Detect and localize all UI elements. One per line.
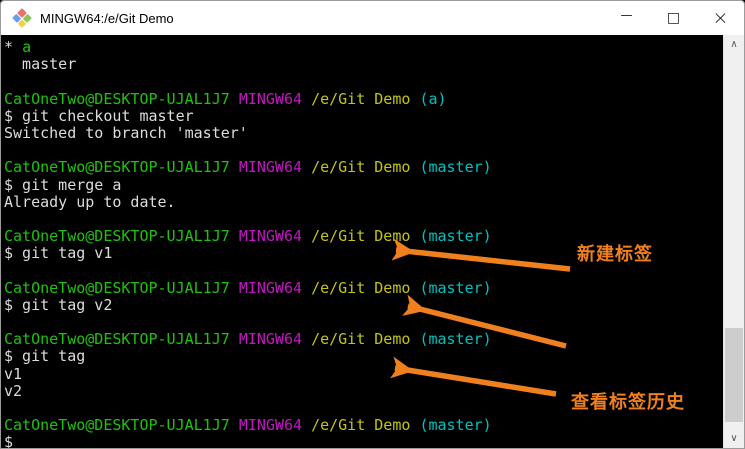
minimize-button[interactable]: — [603, 1, 650, 35]
terminal-line [4, 142, 723, 159]
terminal-line [4, 314, 723, 331]
maximize-icon: □ [666, 10, 681, 26]
terminal-line: CatOneTwo@DESKTOP-UJAL1J7 MINGW64 /e/Git… [4, 158, 492, 177]
terminal-line: CatOneTwo@DESKTOP-UJAL1J7 MINGW64 /e/Git… [4, 89, 447, 108]
terminal-line: Switched to branch 'master' [4, 123, 248, 142]
terminal-line: v1 [4, 364, 23, 383]
terminal-line: * a [4, 38, 32, 56]
scrollbar[interactable]: ∧ ∨ [723, 35, 744, 448]
chevron-up-icon: ∧ [730, 39, 738, 50]
terminal-line [4, 211, 723, 228]
terminal-line: $ git checkout master [4, 106, 194, 125]
terminal-line: CatOneTwo@DESKTOP-UJAL1J7 MINGW64 /e/Git… [4, 227, 492, 246]
terminal-line: master [4, 55, 77, 74]
maximize-button[interactable]: □ [650, 1, 697, 35]
terminal-line: $ git tag [4, 347, 86, 366]
terminal-line: CatOneTwo@DESKTOP-UJAL1J7 MINGW64 /e/Git… [4, 330, 492, 349]
terminal-main-area: * a master CatOneTwo@DESKTOP-UJAL1J7 MIN… [1, 35, 744, 448]
title-bar: MINGW64:/e/Git Demo — □ × [1, 1, 744, 35]
scroll-down-button[interactable]: ∨ [724, 430, 744, 447]
terminal-line: $ git tag v2 [4, 295, 113, 314]
chevron-down-icon: ∨ [730, 433, 738, 444]
terminal-line [4, 400, 723, 417]
close-icon: × [712, 7, 729, 29]
terminal-line: $ [4, 433, 14, 448]
window-controls: — □ × [603, 1, 744, 35]
terminal-line [4, 262, 723, 279]
minimize-icon: — [620, 8, 633, 22]
terminal-line: CatOneTwo@DESKTOP-UJAL1J7 MINGW64 /e/Git… [4, 416, 492, 435]
scrollbar-thumb[interactable] [725, 328, 743, 422]
scroll-up-button[interactable]: ∧ [724, 36, 744, 53]
window-title: MINGW64:/e/Git Demo [40, 10, 174, 26]
terminal-line: Already up to date. [4, 192, 176, 211]
terminal-line: v2 [4, 381, 23, 400]
terminal-line: CatOneTwo@DESKTOP-UJAL1J7 MINGW64 /e/Git… [4, 278, 492, 297]
terminal-output[interactable]: * a master CatOneTwo@DESKTOP-UJAL1J7 MIN… [1, 35, 723, 448]
terminal-line: $ git merge a [4, 175, 122, 194]
terminal-line: $ git tag v1 [4, 244, 113, 263]
msys2-diamond-shape [12, 8, 32, 28]
close-button[interactable]: × [697, 1, 744, 35]
terminal-line [4, 73, 723, 90]
msys2-git-icon[interactable] [12, 8, 32, 28]
